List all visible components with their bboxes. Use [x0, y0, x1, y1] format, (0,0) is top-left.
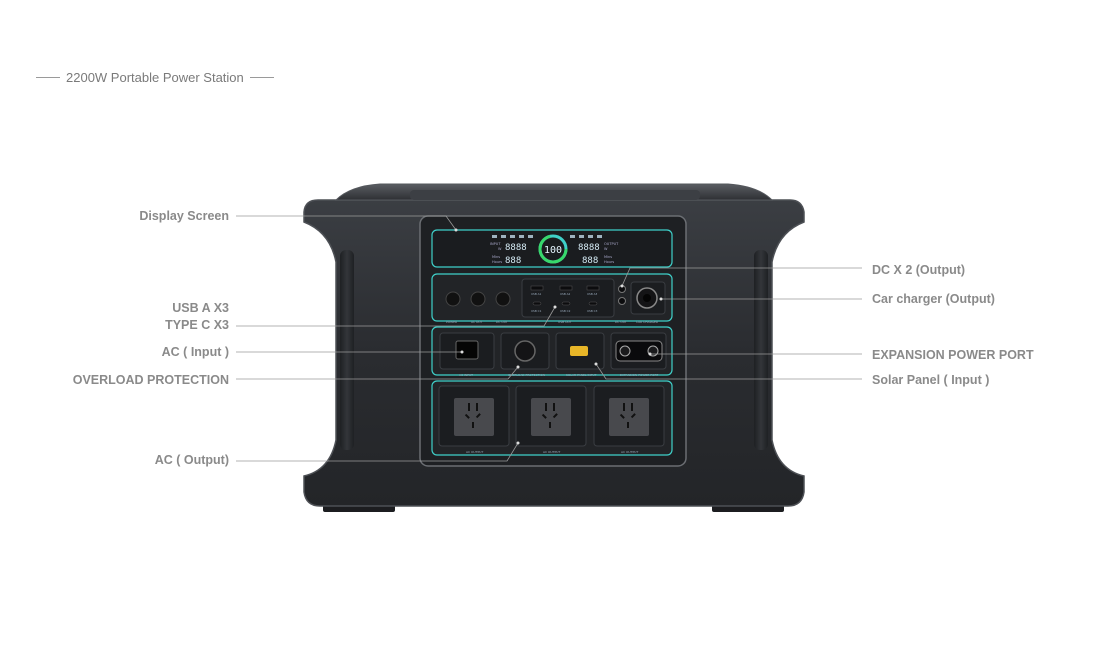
callout-ac-input: AC ( Input )	[161, 345, 229, 359]
power-buttons	[445, 291, 511, 307]
ac-outlets	[438, 385, 665, 447]
callout-display-screen: Display Screen	[139, 209, 229, 223]
overload-button	[514, 340, 536, 362]
label-expansion: EXPANSION POWER PORT	[620, 373, 658, 377]
ac-out-button	[470, 291, 486, 307]
input-hours-label: Hours	[492, 260, 502, 264]
label-ac-output-3: AC OUTPUT	[621, 450, 638, 454]
callout-overload: OVERLOAD PROTECTION	[72, 373, 229, 387]
input-mins-label: Mins	[492, 255, 500, 259]
label-ac-out: AC OUT	[471, 320, 483, 324]
callout-leaders	[236, 215, 862, 462]
callout-type-c: TYPE C X3	[165, 318, 229, 332]
usb-c-ports	[532, 301, 598, 306]
ac-input-socket	[455, 340, 479, 360]
callout-dots	[454, 228, 663, 445]
usb-a-ports	[530, 285, 600, 291]
battery-ring-fill	[538, 234, 568, 264]
dc-out-button	[495, 291, 511, 307]
label-ac-output-1: AC OUTPUT	[466, 450, 483, 454]
callout-dc-output: DC X 2 (Output)	[872, 263, 966, 277]
label-power: POWER	[446, 320, 457, 324]
battery-percent: 100	[544, 245, 562, 256]
input-watts: 8888	[505, 243, 527, 253]
power-button	[445, 291, 461, 307]
label-usb-c3: USB C3	[587, 309, 598, 313]
input-label: INPUT	[490, 242, 501, 246]
label-overload: OVERLOAD PROTECTION	[508, 373, 545, 377]
header-left-dash	[36, 77, 60, 78]
output-label: OUTPUT	[604, 242, 619, 246]
car-charger-inner	[643, 294, 651, 302]
label-solar: SOLAR PANEL INPUT	[566, 373, 597, 377]
label-usb-out: USB OUT	[558, 320, 572, 324]
label-usb-a1: USB A1	[531, 292, 542, 296]
callout-expansion: EXPANSION POWER PORT	[872, 348, 1034, 362]
label-ac-output-2: AC OUTPUT	[543, 450, 560, 454]
header-right-dash	[249, 77, 274, 78]
label-usb-a3: USB A3	[587, 292, 598, 296]
page-header: 2200W Portable Power Station	[36, 70, 274, 85]
label-dc-out-2: DC OUT	[615, 320, 627, 324]
callout-car-charger: Car charger (Output)	[872, 292, 995, 306]
input-unit: W	[498, 247, 502, 251]
output-unit: W	[604, 247, 608, 251]
left-grip	[340, 250, 354, 450]
label-usb-a2: USB A2	[560, 292, 571, 296]
dc-port-2	[618, 297, 626, 305]
input-time: 888	[505, 256, 521, 266]
solar-input-port	[570, 346, 588, 356]
expansion-port	[615, 340, 663, 362]
right-grip	[754, 250, 768, 450]
output-watts: 8888	[578, 243, 600, 253]
page-title: 2200W Portable Power Station	[66, 70, 244, 85]
label-usb-c1: USB C1	[531, 309, 542, 313]
output-hours-label: Hours	[604, 260, 614, 264]
label-ac-input: AC INPUT	[459, 373, 473, 377]
callout-solar: Solar Panel ( Input )	[872, 373, 990, 387]
callout-usb-a: USB A X3	[172, 301, 229, 315]
handle-groove	[410, 190, 700, 200]
callout-ac-output: AC ( Output)	[154, 453, 229, 467]
label-car-charger: CAR CHARGER	[636, 320, 658, 324]
label-dc-out: DC OUT	[496, 320, 508, 324]
label-usb-c2: USB C2	[560, 309, 571, 313]
output-time: 888	[582, 256, 598, 266]
display-screen	[431, 229, 673, 268]
output-mins-label: Mins	[604, 255, 612, 259]
status-icons	[492, 235, 602, 238]
